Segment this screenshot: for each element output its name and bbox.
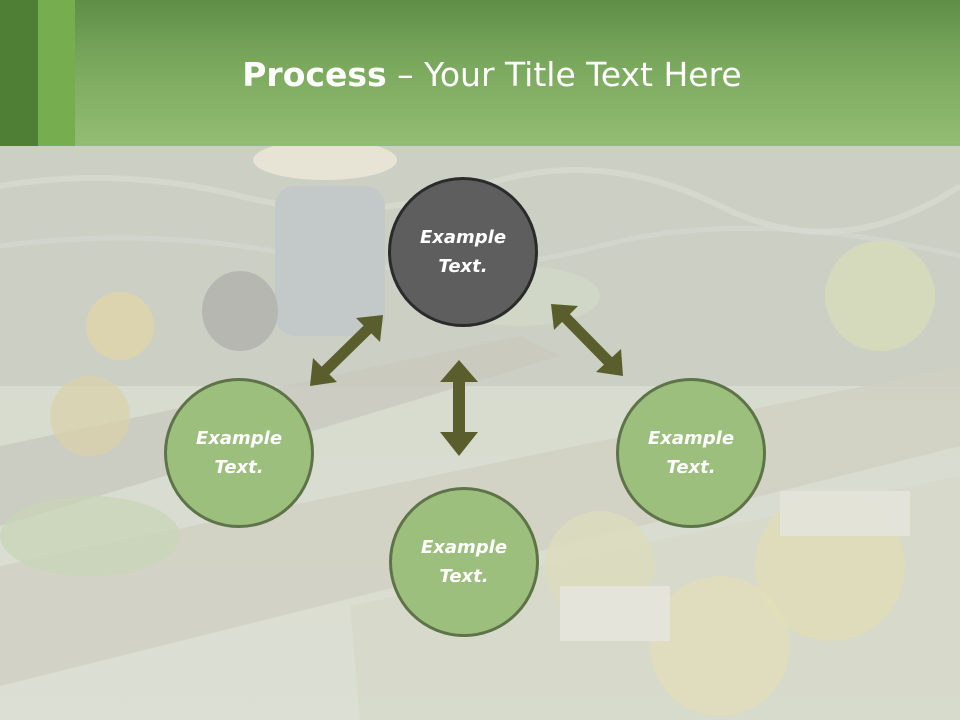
node-bottom-line1: Example [420,537,508,558]
title-rest: – Your Title Text Here [386,55,742,94]
arrow-center-bottom [440,360,478,456]
title-bold: Process [242,55,387,94]
process-node-bottom[interactable]: Example Text. [389,487,539,637]
slide-title[interactable]: Process – Your Title Text Here [0,52,960,98]
process-node-left[interactable]: Example Text. [164,378,314,528]
node-left-line1: Example [195,428,283,449]
node-center-line1: Example [419,227,507,248]
accent-bar-dark [0,0,38,146]
node-right-line2: Text. [666,457,716,478]
node-right-line1: Example [647,428,735,449]
node-center-line2: Text. [438,256,488,277]
process-node-right[interactable]: Example Text. [616,378,766,528]
photo-illustration [0,146,960,720]
accent-bar-mid [38,0,75,146]
arrow-center-left [310,315,383,386]
arrow-center-right [551,304,623,376]
process-node-center[interactable]: Example Text. [388,177,538,327]
title-band: Process – Your Title Text Here [0,0,960,146]
node-left-line2: Text. [214,457,264,478]
node-bottom-line2: Text. [439,566,489,587]
